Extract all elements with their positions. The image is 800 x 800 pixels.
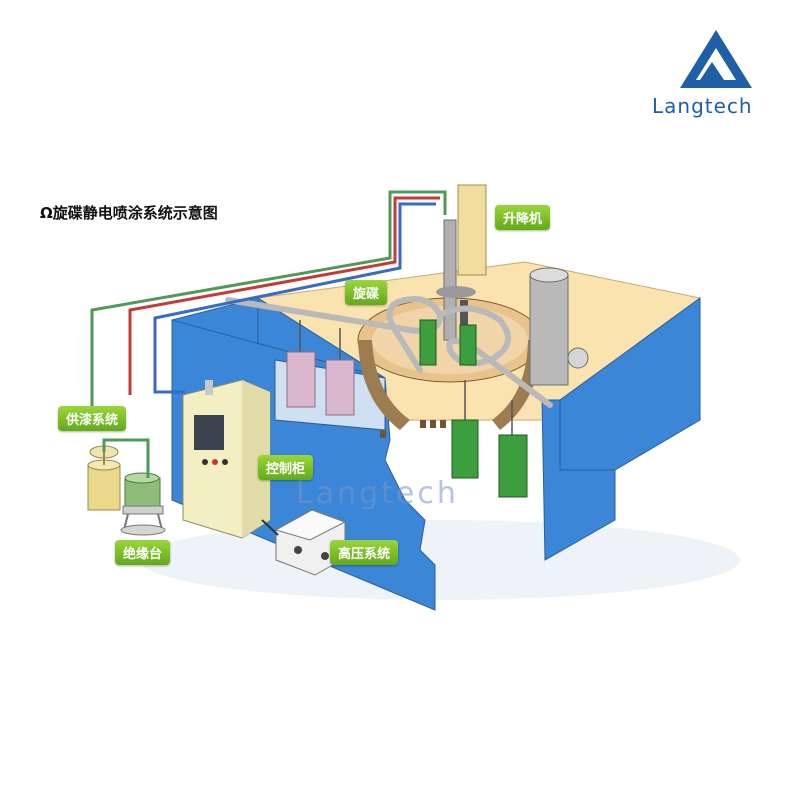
control-cabinet — [182, 379, 271, 539]
label-lift: 升降机 — [495, 205, 551, 230]
label-control-cabinet: 控制柜 — [258, 455, 314, 480]
diagram-title: Ω旋碟静电喷涂系统示意图 — [40, 204, 218, 222]
high-voltage-unit — [261, 509, 347, 576]
exhaust-cylinder — [529, 267, 589, 386]
workpieces-green — [419, 319, 528, 498]
label-high-voltage: 高压系统 — [330, 540, 399, 565]
ring-vents — [380, 420, 446, 438]
langtech-logo-icon — [680, 30, 752, 88]
label-paint-supply: 供漆系统 — [58, 406, 127, 431]
label-disk: 旋碟 — [345, 280, 388, 305]
supply-pipes — [90, 190, 447, 410]
workpieces-pink — [286, 320, 355, 416]
insulation-stand — [102, 438, 166, 536]
brand-name: Langtech — [652, 94, 753, 118]
label-insulation-stand: 绝缘台 — [115, 540, 171, 565]
paint-supply-tank — [87, 445, 121, 511]
watermark-text: Langtech — [296, 476, 459, 511]
